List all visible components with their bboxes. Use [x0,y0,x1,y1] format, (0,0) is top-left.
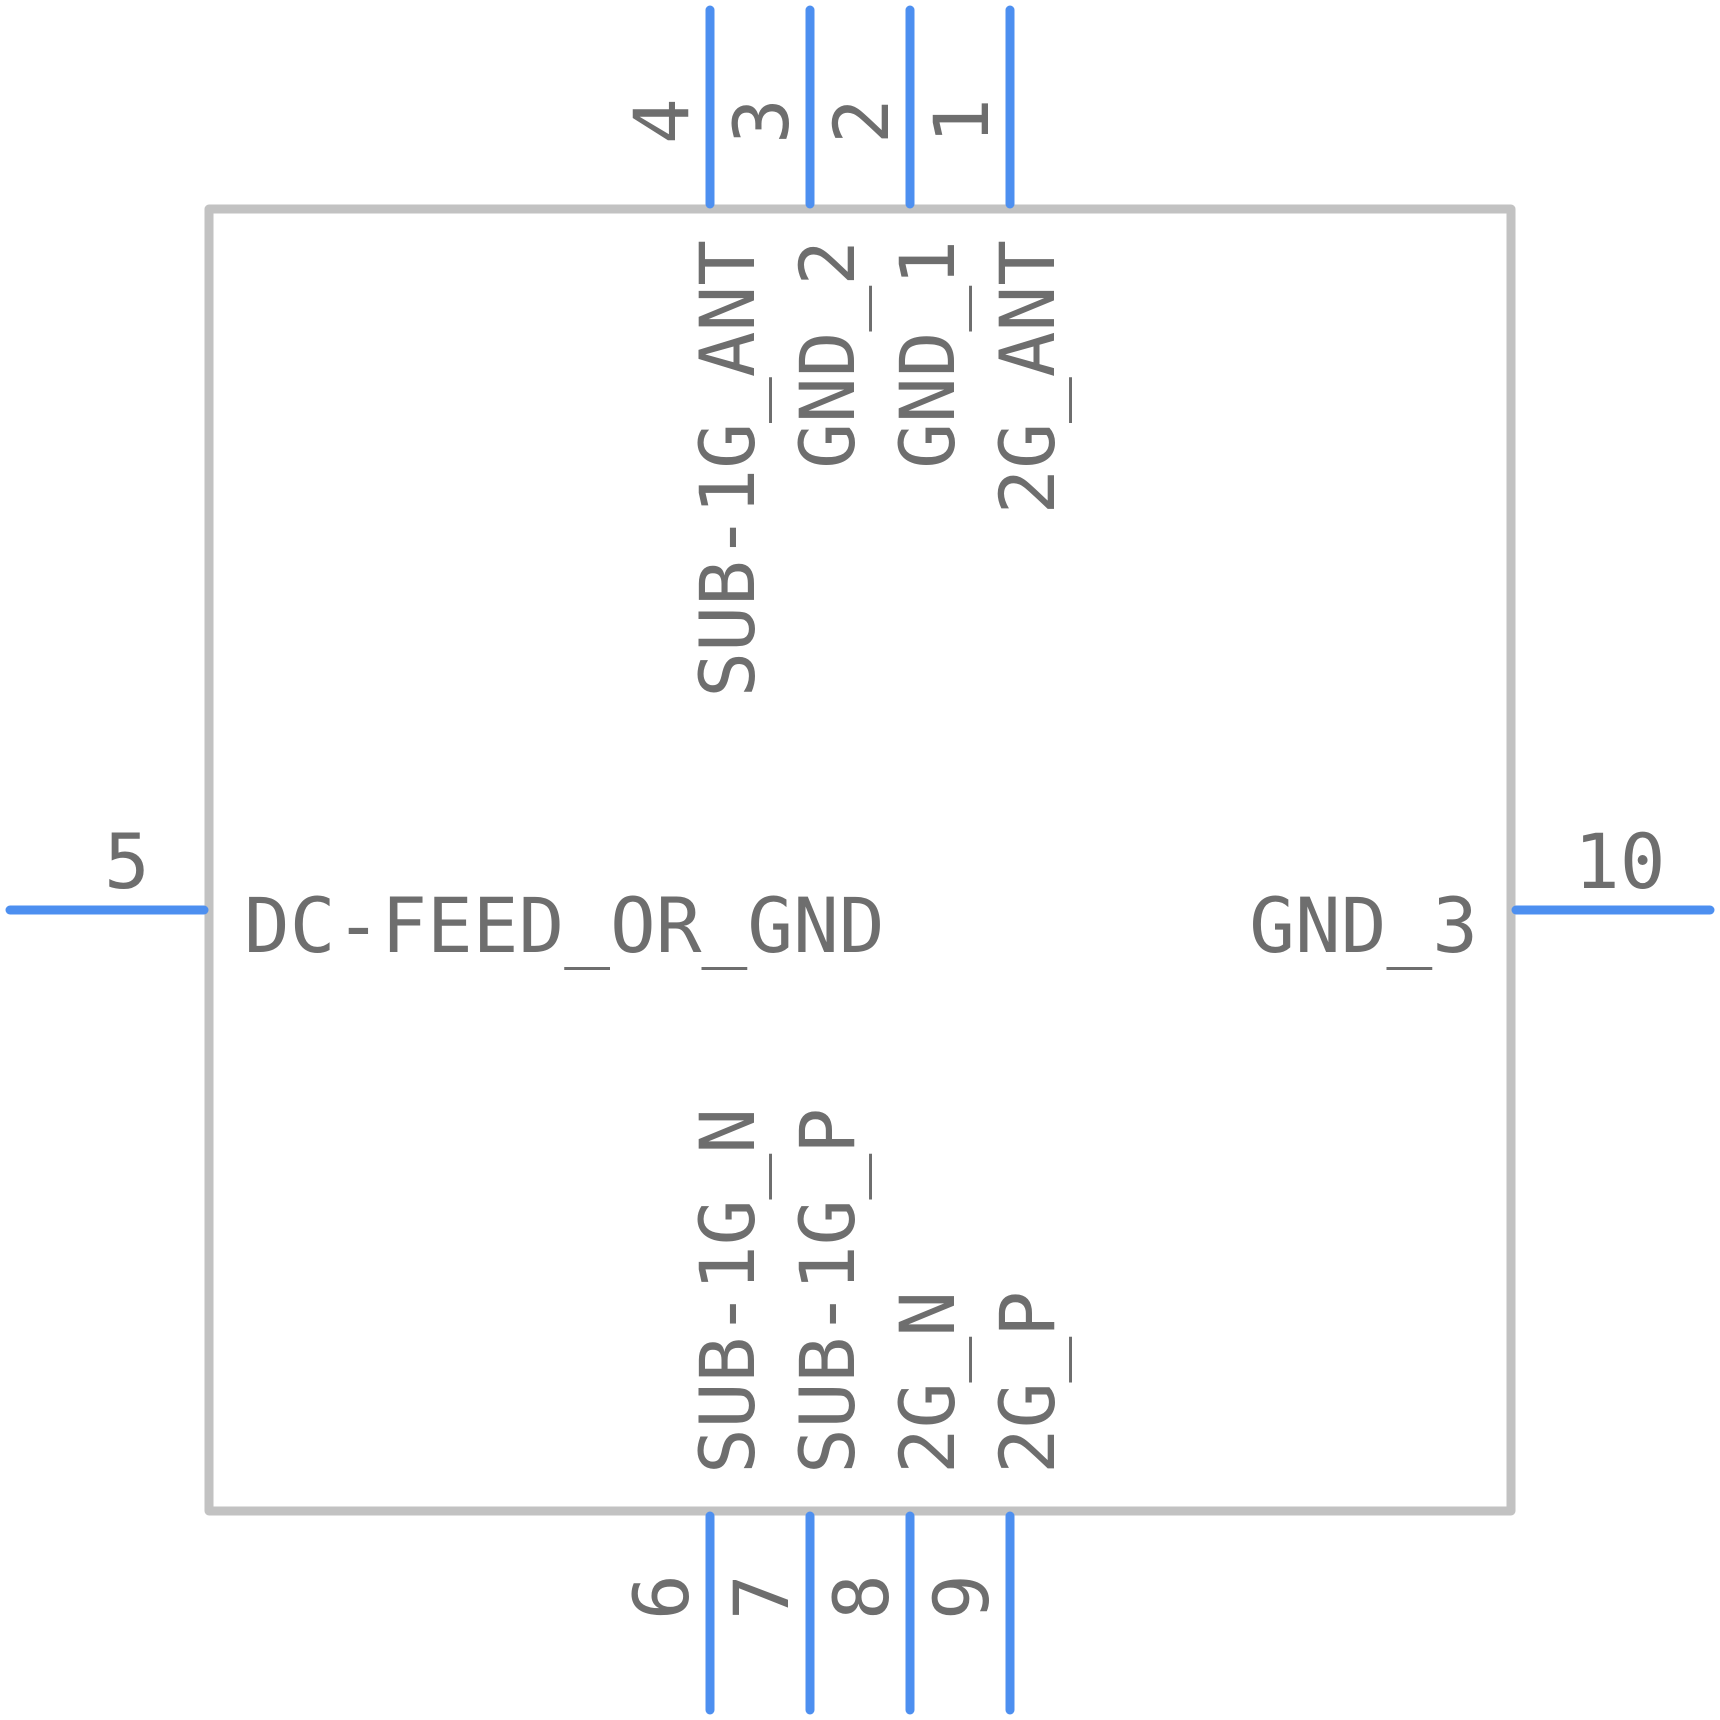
pin-9-number: 9 [917,1574,1006,1620]
pin-8-name: 2G_N [883,1291,972,1474]
pin-4-number: 4 [617,98,706,144]
pin-10-name: GND_3 [1249,881,1478,970]
pin-2-name: GND_1 [883,240,972,469]
component-body [204,204,1516,1516]
pin-9-name: 2G_P [983,1291,1072,1474]
pin-7-name: SUB-1G_P [783,1108,872,1474]
pin-8-number: 8 [817,1574,906,1620]
pin-4-name: SUB-1G_ANT [683,240,772,698]
pin-7-number: 7 [717,1574,806,1620]
pin-1-number: 1 [917,98,1006,144]
pin-6-number: 6 [617,1574,706,1620]
pin-5-name: DC-FEED_OR_GND [244,881,885,970]
pin-3-number: 3 [717,98,806,144]
pin-3-name: GND_2 [783,240,872,469]
pin-10-number: 10 [1574,817,1666,906]
pin-1-name: 2G_ANT [983,240,1072,515]
pin-5-number: 5 [104,817,150,906]
pin-6-name: SUB-1G_N [683,1108,772,1474]
pin-2-number: 2 [817,98,906,144]
